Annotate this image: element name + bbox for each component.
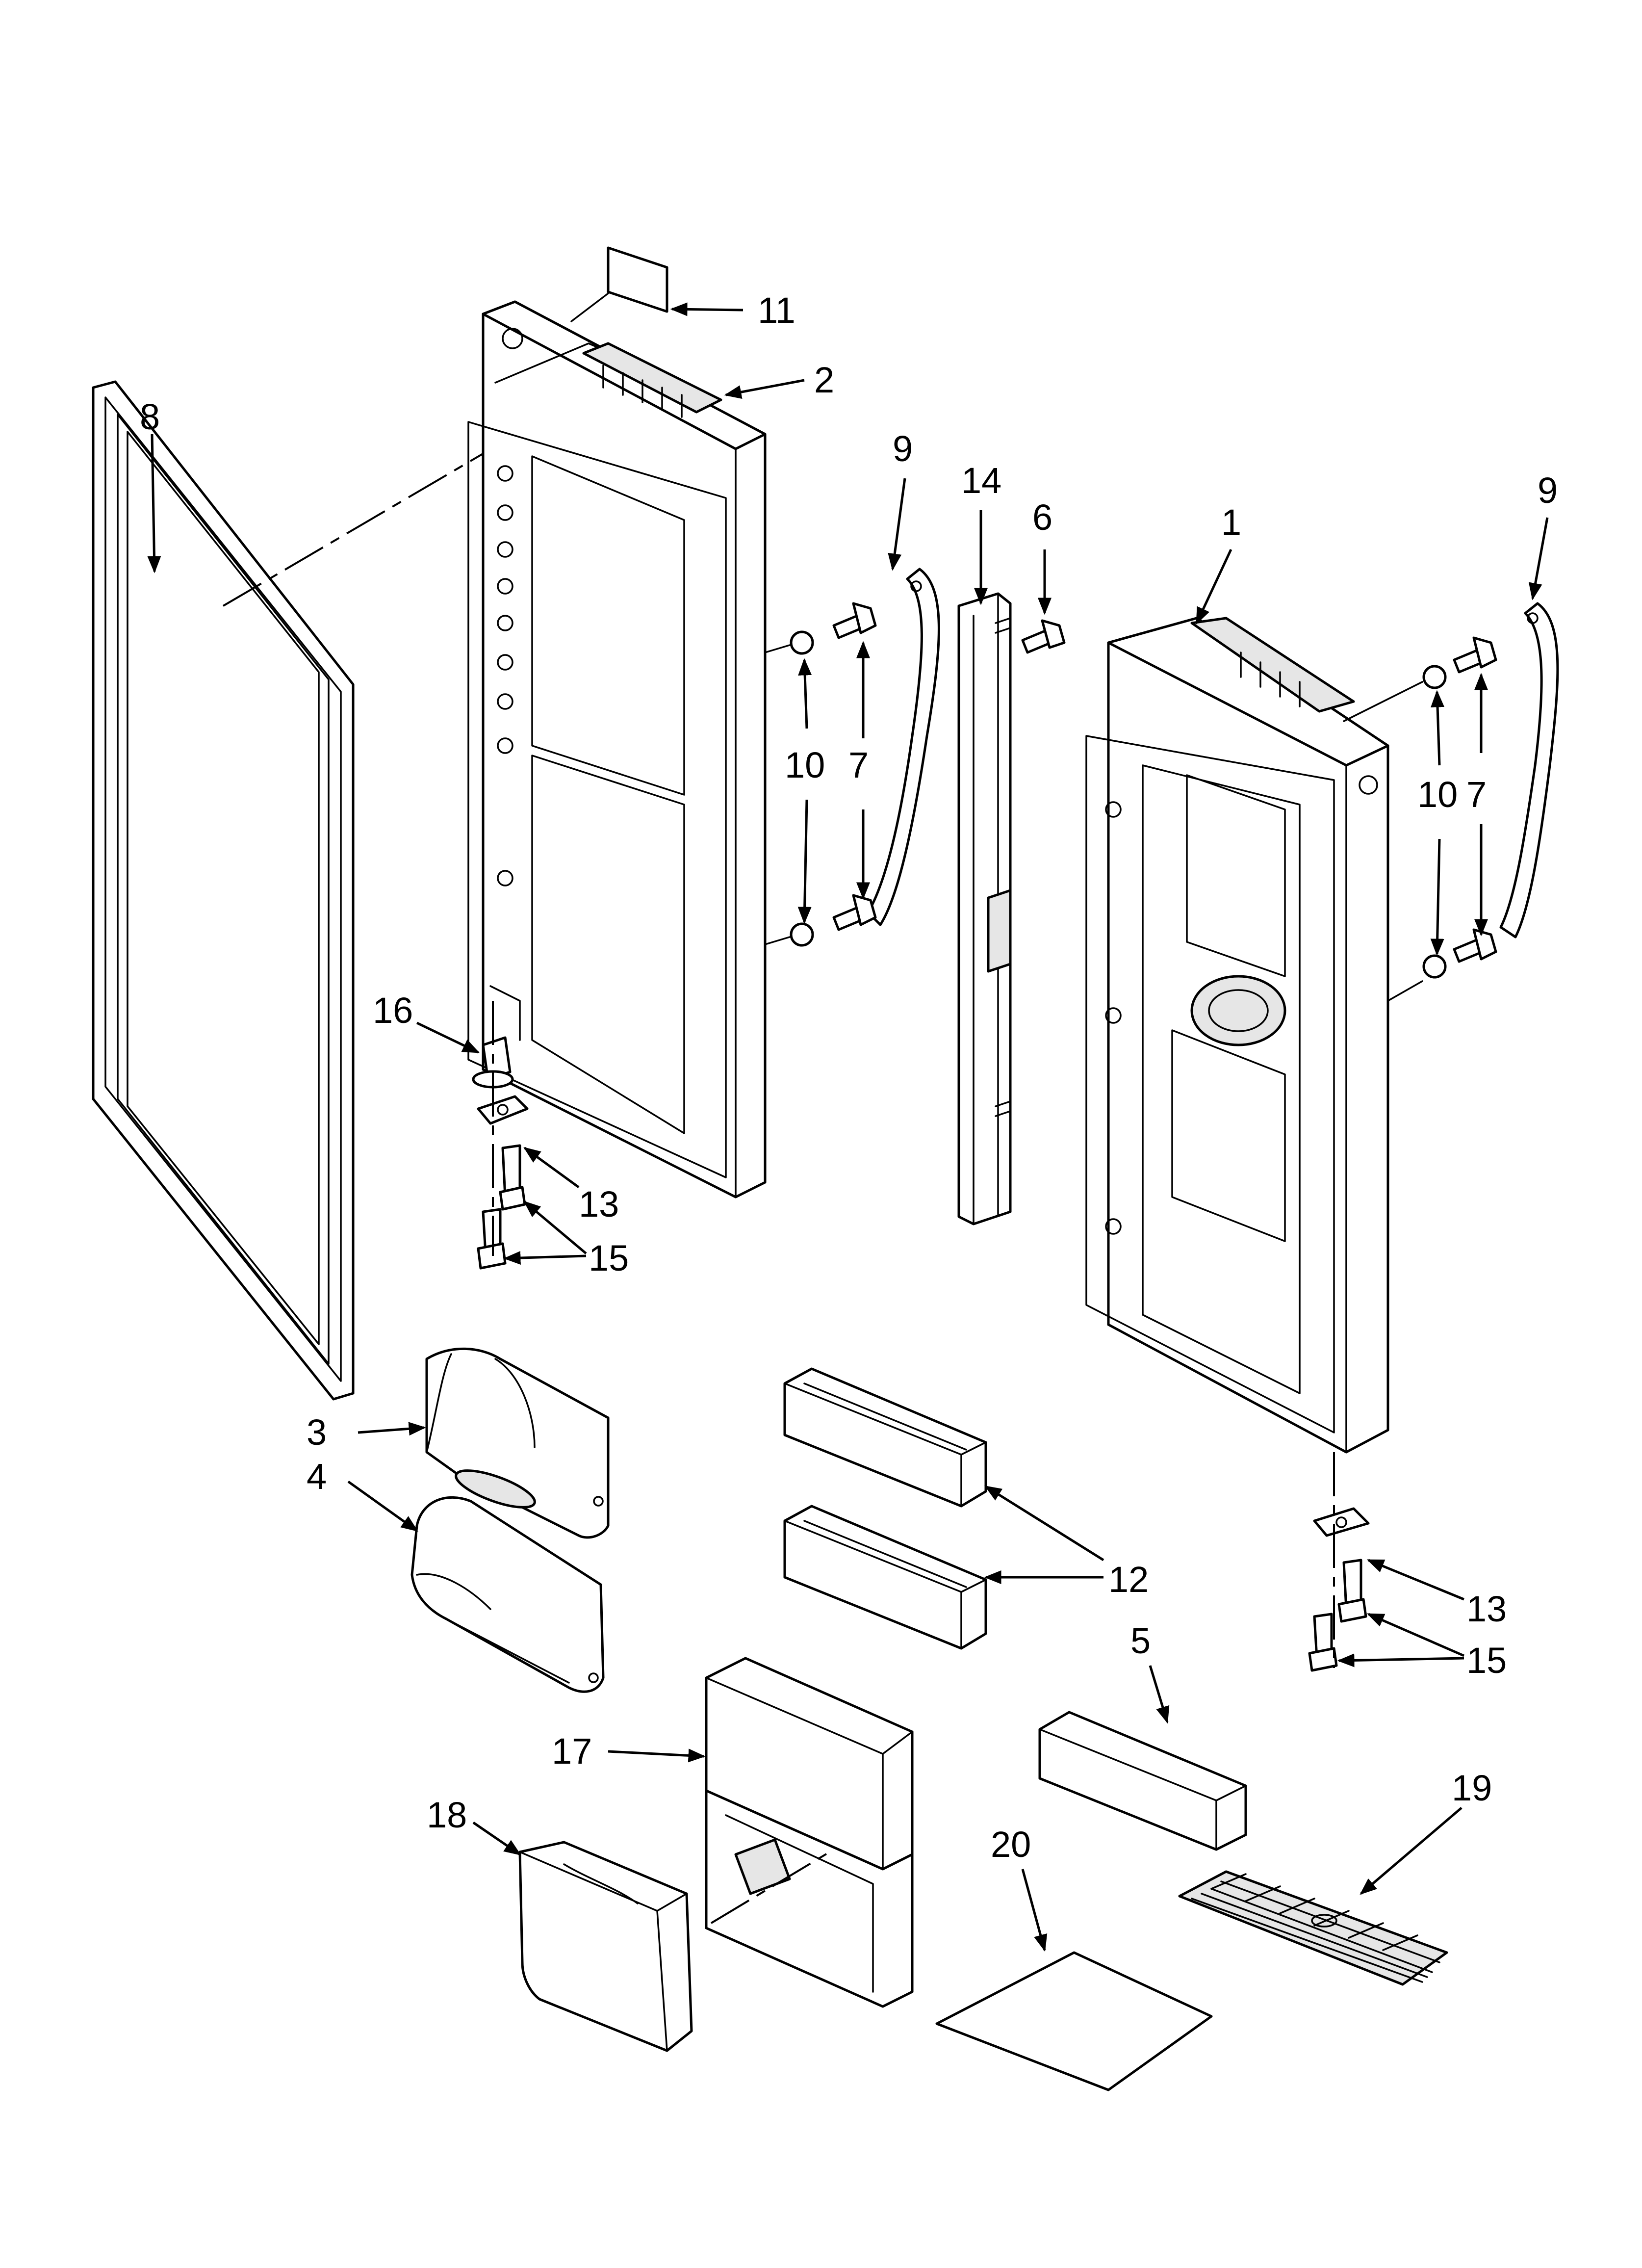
small-door-bin-part [1038, 1711, 1247, 1851]
callout-15-right: 15 [1466, 1640, 1507, 1681]
right-handle-part [1499, 602, 1559, 938]
ice-bucket-part [518, 1841, 693, 2052]
callout-13-left: 13 [579, 1184, 619, 1225]
callout-3: 3 [307, 1412, 327, 1453]
left-door-part [467, 300, 767, 1199]
callout-19: 19 [1452, 1768, 1492, 1808]
label-part [607, 246, 668, 313]
callout-13-right: 13 [1466, 1589, 1507, 1629]
assembly-line-label [570, 292, 609, 322]
hinge-pin-part [472, 1036, 514, 1089]
handle-mount-upper-right [1422, 665, 1447, 689]
callout-14: 14 [961, 460, 1001, 501]
handle-mount-lower-right [1422, 954, 1447, 979]
hinge-washer-part [477, 1095, 529, 1125]
handle-screw-upper-right [1453, 636, 1497, 674]
callout-10-left: 10 [785, 745, 825, 785]
handle-mount-lower-left [790, 922, 814, 947]
mullion-screw-part [1021, 619, 1066, 654]
flat-panel-part [935, 1951, 1213, 2091]
callout-6: 6 [1032, 497, 1052, 538]
left-handle-part [867, 568, 940, 926]
assembly-line-right-door [1343, 681, 1423, 722]
dairy-bin-part [410, 1496, 605, 1693]
handle-screw-lower-right [1453, 928, 1497, 963]
callout-2: 2 [814, 360, 834, 400]
callout-15-left: 15 [589, 1238, 629, 1278]
door-bin-lower-part [783, 1505, 987, 1650]
callout-1: 1 [1221, 502, 1241, 543]
mullion-part [957, 592, 1012, 1225]
assembly-line-housing [710, 1849, 835, 1924]
door-gasket-part [92, 380, 355, 1401]
callout-11: 11 [758, 290, 795, 331]
callout-5: 5 [1130, 1620, 1151, 1661]
hinge-washer-right [1313, 1507, 1370, 1537]
handle-mount-upper-left [790, 630, 814, 655]
right-door-part [1085, 617, 1389, 1454]
drip-grille-part [1178, 1870, 1448, 1986]
callout-18: 18 [427, 1795, 467, 1835]
callout-10-right: 10 [1417, 774, 1458, 815]
hinge-screw-part-left-b [477, 1208, 507, 1270]
callout-7-right: 7 [1466, 774, 1487, 815]
callout-7-left: 7 [848, 745, 869, 785]
hinge-screw-right-a [1337, 1559, 1367, 1623]
callout-16: 16 [373, 990, 413, 1031]
callout-17: 17 [552, 1731, 592, 1772]
dairy-cover-part [425, 1347, 610, 1539]
handle-screw-upper-left [832, 602, 877, 639]
hinge-screw-part-left-a [499, 1144, 526, 1211]
callout-labels: 11 2 8 9 14 6 1 9 10 7 10 7 16 13 15 3 4… [140, 290, 1558, 1865]
callout-9-right: 9 [1538, 470, 1558, 511]
callout-8: 8 [140, 396, 160, 437]
dispenser-housing-part [705, 1657, 914, 2008]
callout-12: 12 [1108, 1559, 1149, 1600]
callout-9-left: 9 [893, 428, 913, 469]
callout-20: 20 [991, 1824, 1031, 1865]
hinge-screw-right-b [1308, 1613, 1338, 1672]
door-bin-upper-part [783, 1367, 987, 1508]
callout-4: 4 [307, 1456, 327, 1497]
leader-lines [147, 302, 1549, 1952]
handle-screw-lower-left [832, 894, 877, 931]
